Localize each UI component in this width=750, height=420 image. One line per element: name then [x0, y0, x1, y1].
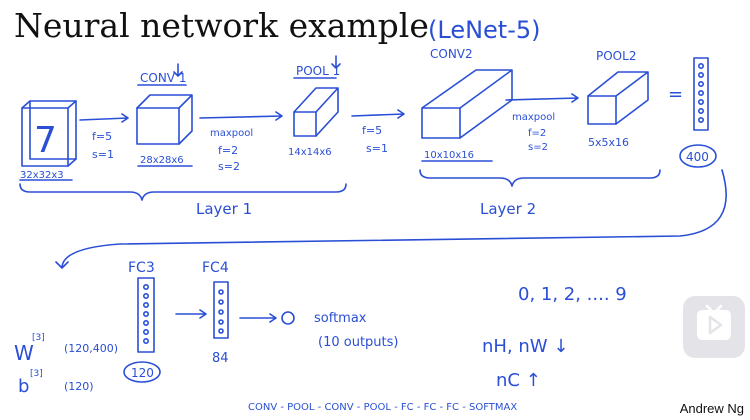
- fc4-label: FC4: [202, 260, 229, 276]
- layer1-brace: [19, 183, 347, 201]
- conv2-label: CONV2: [430, 47, 473, 61]
- conv2-dims: 10x10x16: [424, 150, 474, 161]
- w3-superscript: [3]: [32, 333, 45, 343]
- flatten-size-circle: [679, 144, 717, 168]
- maxpool1-filter: f=2: [218, 144, 238, 157]
- conv1-stride: s=1: [92, 148, 114, 161]
- slide-title: Neural network example: [14, 6, 429, 45]
- conv1-dims: 28x28x6: [140, 155, 184, 166]
- maxpool1-label: maxpool: [210, 128, 253, 139]
- input-digit: 7: [34, 120, 57, 161]
- w3-dims: (120,400): [64, 342, 118, 355]
- connector-arrow: [55, 169, 727, 269]
- b3-dims: (120): [64, 380, 94, 393]
- model-name: (LeNet-5): [428, 16, 541, 44]
- b3-label: b: [18, 376, 29, 397]
- outputs-list: 0, 1, 2, .... 9: [518, 284, 627, 305]
- pool2-volume: [587, 71, 649, 125]
- input-image: [21, 100, 77, 167]
- softmax-outputs: (10 outputs): [318, 335, 398, 350]
- arrow-pool1: [199, 111, 283, 121]
- pool1-label: POOL 1: [296, 64, 340, 78]
- fc3-size-circle: [123, 361, 161, 383]
- layer2-label: Layer 2: [480, 200, 536, 218]
- w3-label: W: [14, 341, 34, 365]
- arrow-conv1: [79, 113, 129, 123]
- maxpool2-filter: f=2: [528, 128, 546, 139]
- fc4-vector: [213, 281, 229, 339]
- arrow-fc4: [175, 309, 207, 319]
- conv2-filter: f=5: [362, 124, 382, 137]
- flatten-size: 400: [686, 150, 709, 164]
- conv2-stride: s=1: [366, 142, 388, 155]
- conv2-volume: [421, 69, 513, 139]
- b3-superscript: [3]: [30, 369, 43, 379]
- fc3-size: 120: [131, 366, 154, 380]
- pool1-volume: [293, 87, 339, 137]
- pool1-dims: 14x14x6: [288, 147, 332, 158]
- layer2-brace: [419, 169, 661, 187]
- pool1-pointer-arrow: [331, 55, 341, 69]
- layer1-label: Layer 1: [196, 200, 252, 218]
- fc3-label: FC3: [128, 260, 155, 276]
- author-name: Andrew Ng: [679, 401, 744, 416]
- maxpool1-stride: s=2: [218, 160, 240, 173]
- video-play-button[interactable]: [683, 296, 745, 358]
- maxpool2-stride: s=2: [528, 142, 548, 153]
- softmax-node: [281, 311, 295, 325]
- architecture-sequence: CONV - POOL - CONV - POOL - FC - FC - FC…: [248, 402, 517, 413]
- input-dims: 32x32x3: [20, 170, 64, 181]
- pool2-label: POOL2: [596, 49, 636, 63]
- fc3-vector: [137, 277, 155, 353]
- fc4-size: 84: [212, 351, 229, 366]
- nh-nw-note: nH, nW ↓: [482, 336, 568, 357]
- conv1-volume: [136, 94, 193, 145]
- nc-note: nC ↑: [496, 370, 541, 391]
- arrow-softmax: [239, 313, 277, 323]
- conv1-filter: f=5: [92, 130, 112, 143]
- pool2-dims: 5x5x16: [588, 136, 629, 149]
- conv1-label: CONV 1: [140, 71, 186, 85]
- conv1-pointer-arrow: [173, 63, 183, 77]
- flatten-vector: [693, 57, 709, 131]
- equals-sign: =: [668, 84, 683, 105]
- play-icon: [697, 304, 731, 340]
- softmax-label: softmax: [314, 311, 367, 326]
- arrow-pool2: [505, 93, 579, 103]
- maxpool2-label: maxpool: [512, 112, 555, 123]
- arrow-conv2: [351, 109, 405, 119]
